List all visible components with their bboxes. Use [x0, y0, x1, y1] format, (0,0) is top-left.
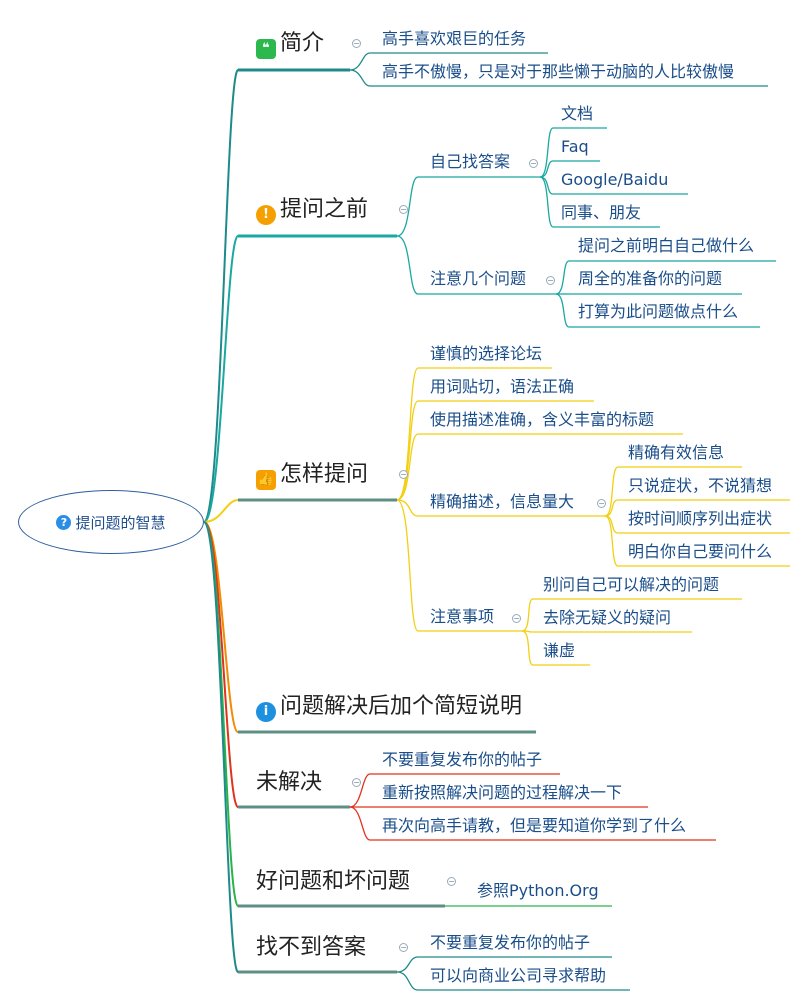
self-find-item[interactable]: 文档	[561, 104, 594, 123]
connector-line	[396, 400, 419, 501]
notes-item[interactable]: 周全的准备你的问题	[578, 269, 723, 288]
connector-line	[521, 630, 534, 666]
attention-item[interactable]: 别问自己可以解决的问题	[543, 575, 720, 594]
collapse-toggle-icon[interactable]: −	[447, 877, 456, 886]
intro-item[interactable]: 高手喜欢艰巨的任务	[382, 29, 527, 48]
subtopic-notes[interactable]: 注意几个问题	[430, 269, 527, 288]
unsolved-item[interactable]: 重新按照解决问题的过程解决一下	[382, 783, 623, 802]
branch-connector	[203, 521, 239, 733]
connector-line	[396, 971, 419, 991]
connector-line	[349, 69, 371, 87]
topic-after-solved-label: 问题解决后加个简短说明	[280, 694, 523, 719]
noanswer-item[interactable]: 不要重复发布你的帖子	[430, 933, 591, 952]
topic-unsolved[interactable]: 未解决	[256, 770, 323, 795]
topic-before-asking[interactable]: !提问之前	[256, 199, 368, 225]
connector-line	[521, 598, 534, 632]
collapse-toggle-icon[interactable]: −	[399, 205, 408, 214]
noanswer-item[interactable]: 可以向商业公司寻求帮助	[430, 966, 607, 985]
connector-line	[604, 466, 619, 517]
branch-connector	[203, 499, 239, 523]
collapse-toggle-icon[interactable]: −	[352, 39, 361, 48]
subtopic-attention[interactable]: 注意事项	[430, 607, 495, 626]
notes-item[interactable]: 打算为此问题做点什么	[578, 302, 739, 321]
connector-line	[396, 367, 419, 501]
connector-line	[396, 433, 419, 501]
self-find-item[interactable]: Faq	[561, 137, 589, 156]
collapse-toggle-icon[interactable]: −	[399, 943, 408, 952]
thumbs-up-icon: 👍	[256, 469, 276, 490]
connector-line	[349, 52, 371, 71]
branch-connector	[203, 235, 239, 523]
subtopic-precise[interactable]: 精确描述，信息量大	[430, 492, 575, 511]
collapse-toggle-icon[interactable]: −	[546, 276, 555, 285]
self-find-item[interactable]: Google/Baidu	[561, 170, 669, 189]
howto-item[interactable]: 用词贴切，语法正确	[430, 377, 575, 396]
connector-line	[396, 499, 419, 632]
connector-line	[555, 293, 570, 328]
precise-item[interactable]: 精确有效信息	[628, 443, 725, 462]
collapse-toggle-icon[interactable]: −	[512, 614, 521, 623]
collapse-toggle-icon[interactable]: −	[399, 470, 408, 479]
connector-line	[539, 127, 554, 178]
connector-line	[349, 773, 371, 808]
connector-line	[396, 176, 419, 237]
connector-line	[349, 806, 371, 841]
notes-item[interactable]: 提问之前明白自己做什么	[578, 236, 755, 255]
quote-icon: ❝	[256, 38, 276, 59]
goodbad-item[interactable]: 参照Python.Org	[477, 881, 599, 900]
question-icon: ?	[56, 514, 72, 530]
topic-before-asking-label: 提问之前	[280, 197, 369, 222]
precise-item[interactable]: 只说症状，不说猜想	[628, 476, 773, 495]
topic-no-answer[interactable]: 找不到答案	[256, 935, 367, 960]
topic-good-bad[interactable]: 好问题和坏问题	[256, 869, 411, 894]
connector-line	[604, 499, 619, 517]
connector-line	[396, 956, 419, 973]
collapse-toggle-icon[interactable]: −	[529, 159, 538, 168]
connector-line	[396, 235, 419, 295]
connector-line	[555, 260, 570, 295]
collapse-toggle-icon[interactable]: −	[352, 778, 361, 787]
root-topic-label: 提问题的智慧	[75, 513, 166, 532]
connector-line	[539, 176, 554, 228]
subtopic-self-find[interactable]: 自己找答案	[430, 152, 511, 171]
unsolved-item[interactable]: 不要重复发布你的帖子	[382, 750, 543, 769]
howto-item[interactable]: 使用描述准确，含义丰富的标题	[430, 410, 655, 429]
topic-how-to-ask[interactable]: 👍怎样提问	[256, 464, 368, 490]
precise-item[interactable]: 按时间顺序列出症状	[628, 509, 773, 528]
unsolved-item[interactable]: 再次向高手请教，但是要知道你学到了什么	[382, 816, 687, 835]
howto-item[interactable]: 谨慎的选择论坛	[430, 344, 543, 363]
intro-item[interactable]: 高手不傲慢，只是对于那些懒于动脑的人比较傲慢	[382, 62, 735, 81]
attention-item[interactable]: 谦虚	[543, 641, 576, 660]
exclamation-icon: !	[256, 204, 276, 225]
self-find-item[interactable]: 同事、朋友	[561, 203, 642, 222]
branch-connector	[203, 69, 239, 523]
root-topic[interactable]: ? 提问题的智慧	[18, 490, 204, 554]
topic-how-to-ask-label: 怎样提问	[280, 462, 369, 487]
connector-line	[604, 515, 619, 567]
topic-intro-label: 简介	[280, 31, 325, 56]
topic-intro[interactable]: ❝简介	[256, 33, 324, 59]
collapse-toggle-icon[interactable]: −	[597, 499, 606, 508]
attention-item[interactable]: 去除无疑义的疑问	[543, 608, 672, 627]
branch-connector	[203, 521, 239, 973]
connector-line	[539, 160, 554, 178]
connector-line	[396, 499, 419, 517]
info-icon: i	[256, 701, 276, 722]
precise-item[interactable]: 明白你自己要问什么	[628, 542, 773, 561]
